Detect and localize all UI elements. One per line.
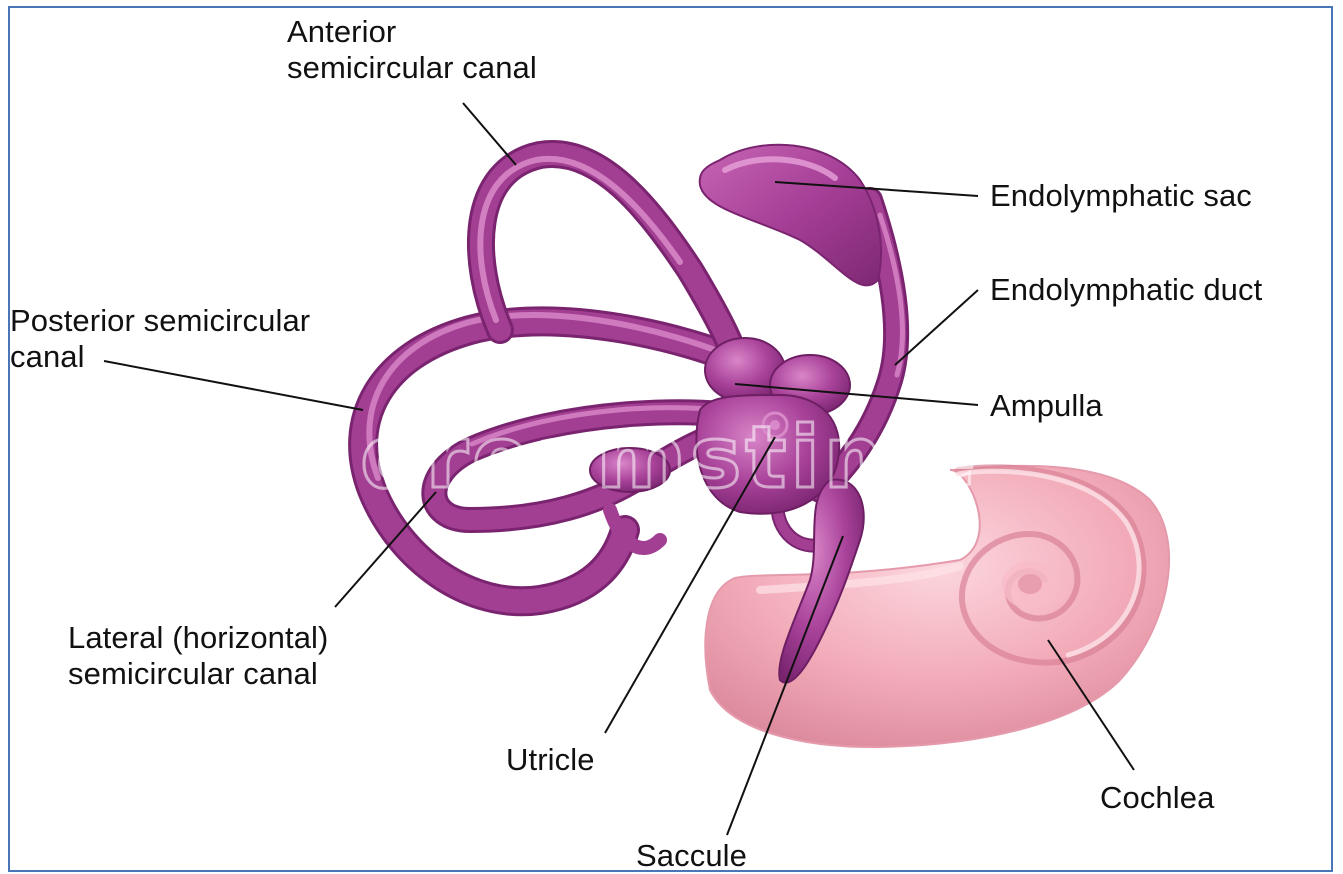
label-utricle: Utricle [506, 742, 595, 778]
label-lateral-canal-line1: Lateral (horizontal) [68, 620, 328, 656]
label-cochlea: Cochlea [1100, 780, 1214, 816]
label-anterior-canal-line2: semicircular canal [287, 50, 537, 86]
label-endolymphatic-duct: Endolymphatic duct [990, 272, 1262, 308]
label-saccule: Saccule [636, 838, 747, 874]
label-posterior-canal: Posterior semicircular canal [10, 303, 310, 375]
label-ampulla: Ampulla [990, 388, 1103, 424]
label-lateral-canal-line2: semicircular canal [68, 656, 328, 692]
leader-anterior [463, 103, 516, 165]
label-lateral-canal: Lateral (horizontal) semicircular canal [68, 620, 328, 692]
label-posterior-canal-line1: Posterior semicircular [10, 303, 310, 339]
label-anterior-canal-line1: Anterior [287, 14, 537, 50]
label-posterior-canal-line2: canal [10, 339, 310, 375]
watermark: dreamstime [360, 408, 980, 508]
label-anterior-canal: Anterior semicircular canal [287, 14, 537, 86]
label-endolymphatic-sac: Endolymphatic sac [990, 178, 1252, 214]
